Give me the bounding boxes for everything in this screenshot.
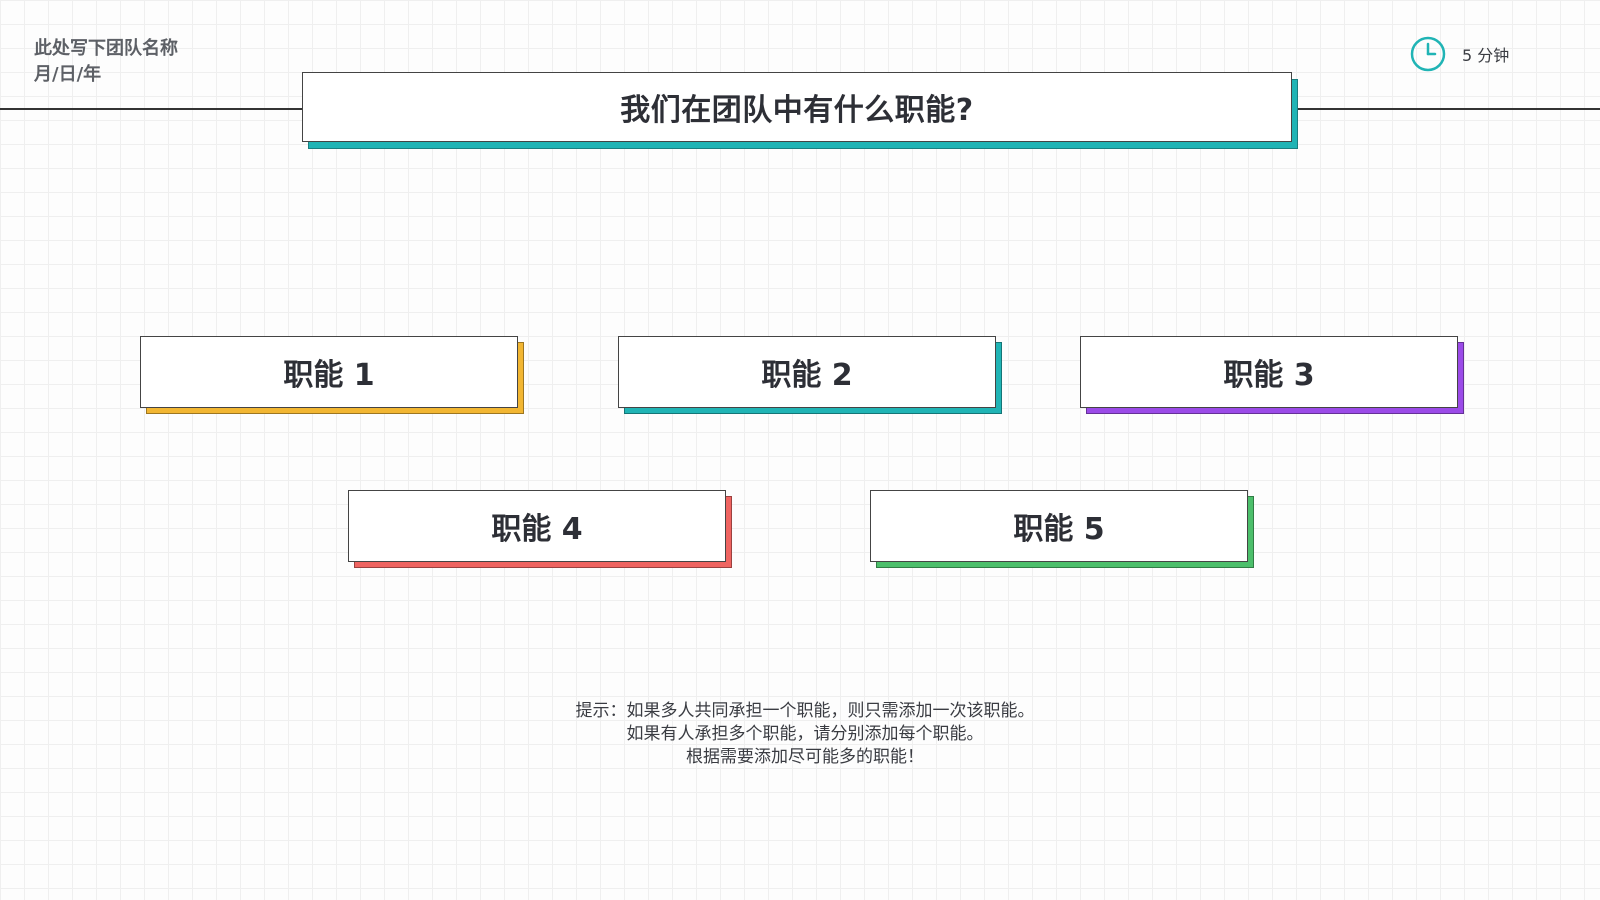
tip-line-2: 如果有人承担多个职能，请分别添加每个职能。 [626,724,984,744]
tip-line-1: 提示：如果多人共同承担一个职能，则只需添加一次该职能。 [575,701,1035,721]
clock-icon [1410,36,1446,72]
timer-label: 5 分钟 [1462,46,1510,65]
role-card-1-face[interactable]: 职能 1 [140,336,518,408]
role-card-4[interactable]: 职能 4 [348,490,732,568]
role-card-2[interactable]: 职能 2 [618,336,1002,414]
date-label[interactable]: 月/日/年 [34,64,102,85]
role-card-3-label: 职能 3 [1223,358,1315,393]
team-info: 此处写下团队名称 月/日/年 [34,36,178,88]
role-card-4-label: 职能 4 [491,512,583,547]
tip-text: 提示：如果多人共同承担一个职能，则只需添加一次该职能。 如果有人承担多个职能，请… [400,700,1210,769]
role-card-2-label: 职能 2 [761,358,853,393]
team-name[interactable]: 此处写下团队名称 [34,38,178,59]
role-card-3-face[interactable]: 职能 3 [1080,336,1458,408]
role-card-5-label: 职能 5 [1013,512,1105,547]
title-box[interactable]: 我们在团队中有什么职能? [302,72,1292,142]
tip-line-3: 根据需要添加尽可能多的职能！ [686,747,924,767]
role-card-1[interactable]: 职能 1 [140,336,524,414]
role-card-5-face[interactable]: 职能 5 [870,490,1248,562]
timer: 5 分钟 [1410,36,1509,72]
page-title: 我们在团队中有什么职能? [620,93,974,128]
divider-right [1294,108,1600,110]
role-card-4-face[interactable]: 职能 4 [348,490,726,562]
role-card-1-label: 职能 1 [283,358,375,393]
divider-left [0,108,306,110]
role-card-3[interactable]: 职能 3 [1080,336,1464,414]
role-card-5[interactable]: 职能 5 [870,490,1254,568]
role-card-2-face[interactable]: 职能 2 [618,336,996,408]
